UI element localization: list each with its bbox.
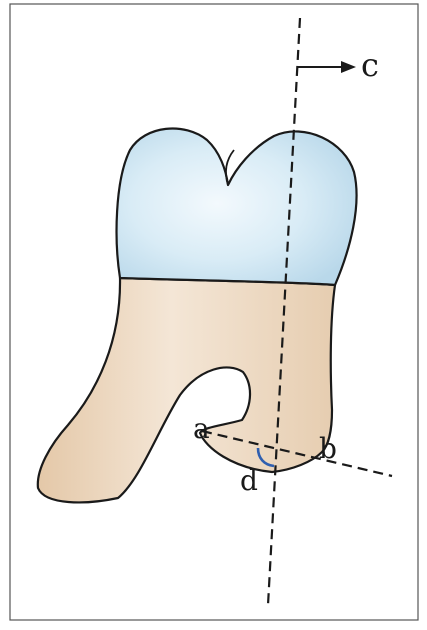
arrow-to-c (298, 61, 356, 73)
tooth-root (38, 278, 335, 502)
tooth-crown (117, 129, 357, 285)
label-c: c (361, 46, 379, 84)
label-b: b (319, 432, 337, 465)
label-a: a (193, 412, 210, 445)
label-d: d (240, 464, 258, 497)
